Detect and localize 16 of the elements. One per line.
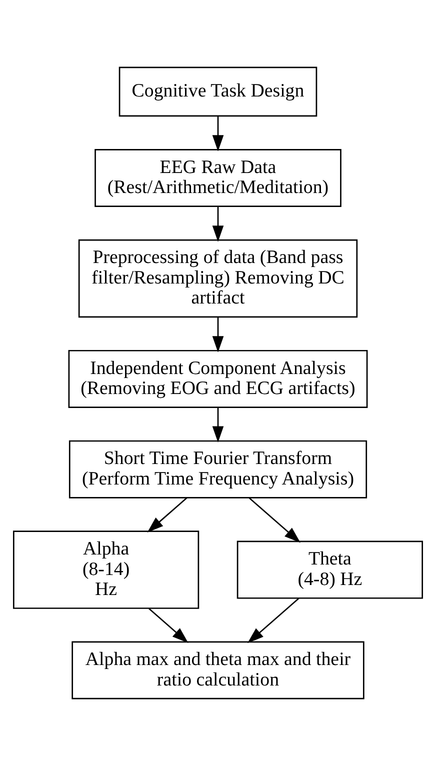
node-box: Preprocessing of data (Band pass filter/Resampling) Removing DC artifact — [78, 239, 358, 318]
arrow — [247, 598, 300, 644]
node-box: Theta (4-8) Hz — [236, 540, 423, 599]
node-box: Alpha (8-14) Hz — [12, 530, 200, 609]
arrow — [148, 608, 188, 644]
arrow — [212, 408, 224, 442]
arrow — [212, 206, 224, 242]
node-box: Alpha max and theta max and their ratio calculation — [72, 641, 364, 700]
arrow — [147, 497, 188, 532]
arrow — [212, 317, 224, 352]
node-box: EEG Raw Data (Rest/Arithmetic/Meditation) — [94, 149, 342, 207]
node-box: Independent Component Analysis (Removing EOG and ECG artifacts) — [68, 350, 368, 408]
arrow — [248, 497, 300, 543]
node-box: Cognitive Task Design — [118, 66, 318, 117]
node-box: Short Time Fourier Transform (Perform Time Frequency Analysis) — [68, 440, 368, 498]
arrow — [212, 116, 224, 152]
